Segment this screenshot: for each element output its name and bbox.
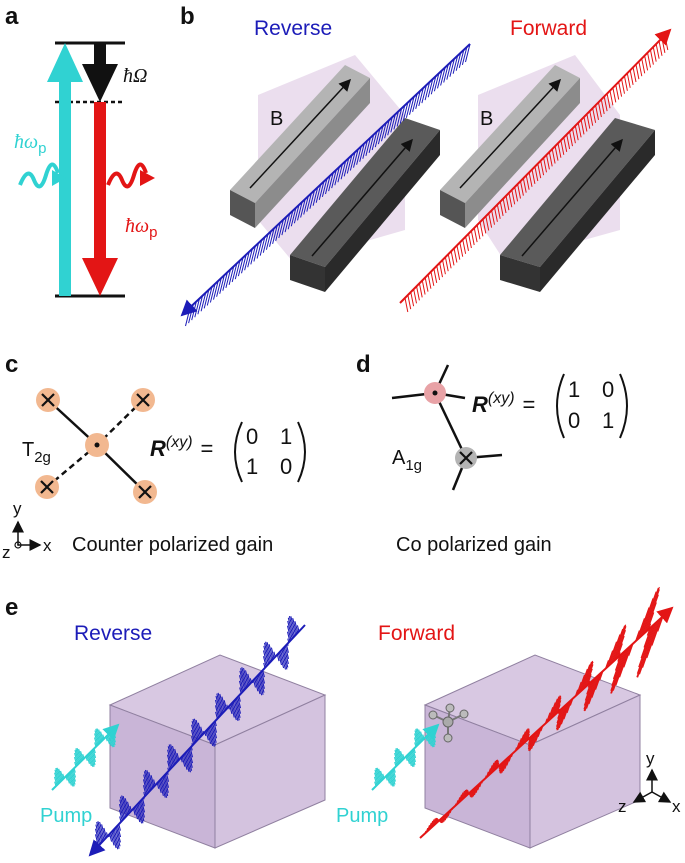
right-bottom-magnet-front	[500, 255, 540, 292]
t2g-node-bl	[35, 475, 59, 499]
left-bottom-magnet-front	[290, 255, 325, 292]
pump-arrow-shaft	[59, 80, 71, 296]
right-top-magnet-side	[465, 78, 580, 228]
c-axis-triad: y x z	[2, 499, 52, 562]
left-bottom-magnet-side	[325, 130, 440, 292]
e-axis-x-label: x	[672, 797, 681, 816]
e-axis-triad: y z x	[618, 749, 681, 816]
forward-wave	[419, 586, 674, 839]
phonon-arrow-shaft	[94, 43, 106, 67]
c-matrix-right-paren	[297, 421, 306, 483]
t2g-node-br	[133, 480, 157, 504]
left-top-field-arrow	[249, 78, 352, 189]
right-top-magnet-front	[440, 190, 465, 228]
pump-arrow-head	[47, 43, 83, 82]
c-matrix-01: 1	[280, 424, 292, 449]
c-axis-z-label: z	[2, 543, 11, 562]
panel-e-label: e	[5, 594, 18, 621]
c-matrix-left-paren	[234, 421, 243, 483]
t2g-label: T2g	[22, 439, 51, 466]
d-matrix-symbol: R(xy)=	[472, 390, 535, 417]
right-field-label: B	[480, 108, 493, 130]
c-axis-y-label: y	[13, 499, 22, 518]
pump-photon-squiggle	[18, 162, 60, 189]
d-matrix-01: 0	[602, 377, 614, 402]
e-axis-y-label: y	[646, 749, 655, 768]
forward-beam	[399, 28, 672, 313]
right-magnet-assembly: B	[440, 55, 655, 292]
panel-b-label: b	[180, 3, 195, 30]
a1g-node-bottom	[455, 447, 477, 469]
d-matrix-11: 1	[602, 408, 614, 433]
a1g-bond-3	[433, 392, 468, 459]
panel-d: d A1g R(xy)= 1 0 0 1 Co polarized gain	[356, 351, 628, 556]
right-pump-label: Pump	[336, 805, 388, 827]
pump-photon-arrowhead	[52, 170, 66, 186]
panel-b: b Reverse Forward B	[180, 3, 672, 327]
signal-photon-arrowhead	[140, 170, 155, 186]
e-axis-z-label: z	[618, 797, 627, 816]
left-top-magnet-front	[230, 190, 255, 228]
panel-c-label: c	[5, 351, 18, 378]
c-matrix-symbol: R(xy)=	[150, 434, 213, 461]
signal-arrow-shaft	[94, 102, 106, 260]
reverse-label: Reverse	[254, 17, 332, 40]
panel-a: a ħΩ ħωp ħωp	[5, 3, 157, 298]
d-matrix-00: 1	[568, 377, 580, 402]
reverse-beam	[180, 43, 471, 327]
reverse-wave	[88, 615, 306, 857]
right-bottom-magnet-side	[540, 130, 655, 292]
c-matrix-10: 1	[246, 454, 258, 479]
left-bottom-magnet-top	[290, 118, 440, 267]
panel-e: e Reverse Forward Pump	[5, 586, 681, 857]
t2g-node-tr	[131, 388, 155, 412]
phonon-arrow-head	[82, 64, 118, 102]
left-field-label: B	[270, 108, 283, 130]
signal-energy-label: ħωp	[125, 215, 157, 241]
signal-arrow-head	[82, 258, 118, 296]
pump-energy-label: ħωp	[14, 131, 46, 157]
phonon-energy-label: ħΩ	[123, 65, 147, 87]
left-pump-label: Pump	[40, 805, 92, 827]
right-top-field-arrow	[459, 78, 562, 189]
d-matrix-right-paren	[619, 373, 628, 439]
left-pump-wave	[51, 723, 120, 791]
e-reverse-label: Reverse	[74, 622, 152, 645]
molecule-icon	[428, 703, 469, 743]
co-polarized-caption: Co polarized gain	[396, 534, 552, 556]
signal-photon-squiggle	[106, 162, 148, 189]
panel-d-label: d	[356, 351, 371, 378]
counter-polarized-caption: Counter polarized gain	[72, 534, 273, 556]
c-matrix-00: 0	[246, 424, 258, 449]
d-matrix-10: 0	[568, 408, 580, 433]
right-crystal	[423, 654, 642, 849]
forward-label: Forward	[510, 17, 587, 40]
c-axis-x-label: x	[43, 536, 52, 555]
t2g-center-node	[85, 433, 109, 457]
t2g-node-tl	[36, 388, 60, 412]
a1g-node-top	[424, 382, 446, 404]
e-forward-label: Forward	[378, 622, 455, 645]
right-bottom-field-arrow	[521, 138, 623, 257]
left-top-magnet-side	[255, 78, 370, 228]
a1g-label: A1g	[392, 447, 422, 474]
d-matrix-left-paren	[556, 373, 565, 439]
c-matrix-11: 0	[280, 454, 292, 479]
panel-c: c T2g R(xy)= 0 1 1 0 y x z Counter polar…	[2, 351, 306, 562]
left-bottom-field-arrow	[311, 138, 413, 257]
panel-a-label: a	[5, 3, 19, 30]
right-pump-wave	[371, 723, 440, 791]
